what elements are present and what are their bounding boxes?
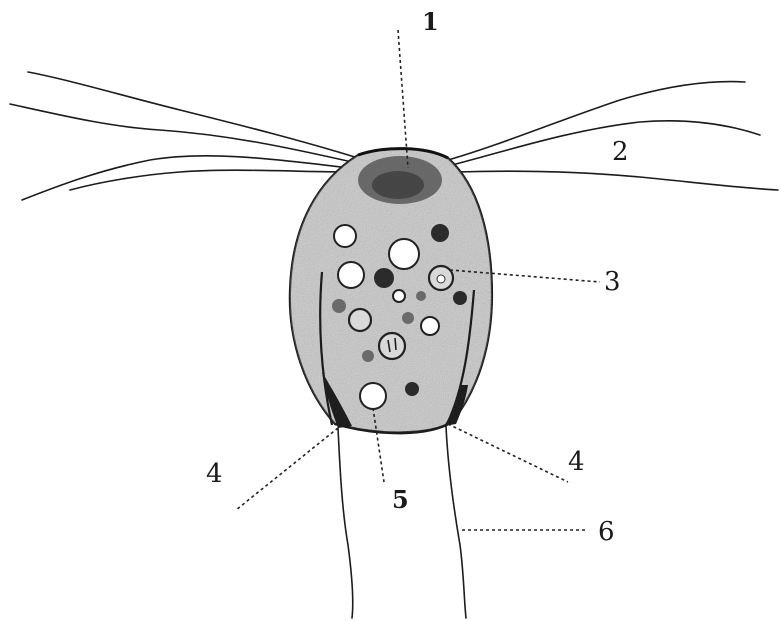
vacuole-ring (349, 309, 371, 331)
label-6: 6 (598, 517, 615, 547)
vacuole-light (421, 317, 439, 335)
label-2: 2 (612, 137, 629, 167)
label-1: 1 (422, 7, 439, 36)
vacuole-light (393, 290, 405, 302)
vacuole-grey (332, 299, 346, 313)
label-3: 3 (604, 267, 621, 297)
cell-body (280, 140, 500, 440)
flagellum-left-2 (10, 104, 352, 162)
flagellum-left-3 (22, 156, 350, 200)
label-5: 5 (392, 485, 409, 514)
vacuole-light (338, 262, 364, 288)
label-4-left: 4 (206, 459, 223, 489)
vacuole-grey (402, 312, 414, 324)
posterior-flagella (338, 426, 466, 618)
label-4-right: 4 (568, 447, 585, 477)
vacuole-light (360, 383, 386, 409)
vacuole-dark (431, 224, 449, 242)
vacuole-dark (374, 268, 394, 288)
posterior-flagellum-left (338, 428, 353, 618)
vacuole-light (389, 239, 419, 269)
flagellum-right-1 (448, 82, 745, 160)
vacuole-light (334, 225, 356, 247)
vacuole-dark (405, 382, 419, 396)
posterior-flagellum-right (446, 426, 466, 618)
vacuole-grey (416, 291, 426, 301)
leader-4-left (236, 428, 338, 510)
flagellum-left-4 (70, 170, 354, 190)
vacuole-ring (379, 333, 405, 359)
flagellum-left-1 (28, 72, 358, 158)
vacuole-ring-core (437, 275, 445, 283)
vacuole-grey (362, 350, 374, 362)
flagellum-right-3 (455, 171, 778, 190)
vacuole-dark (453, 291, 467, 305)
leader-4-right (448, 424, 568, 482)
